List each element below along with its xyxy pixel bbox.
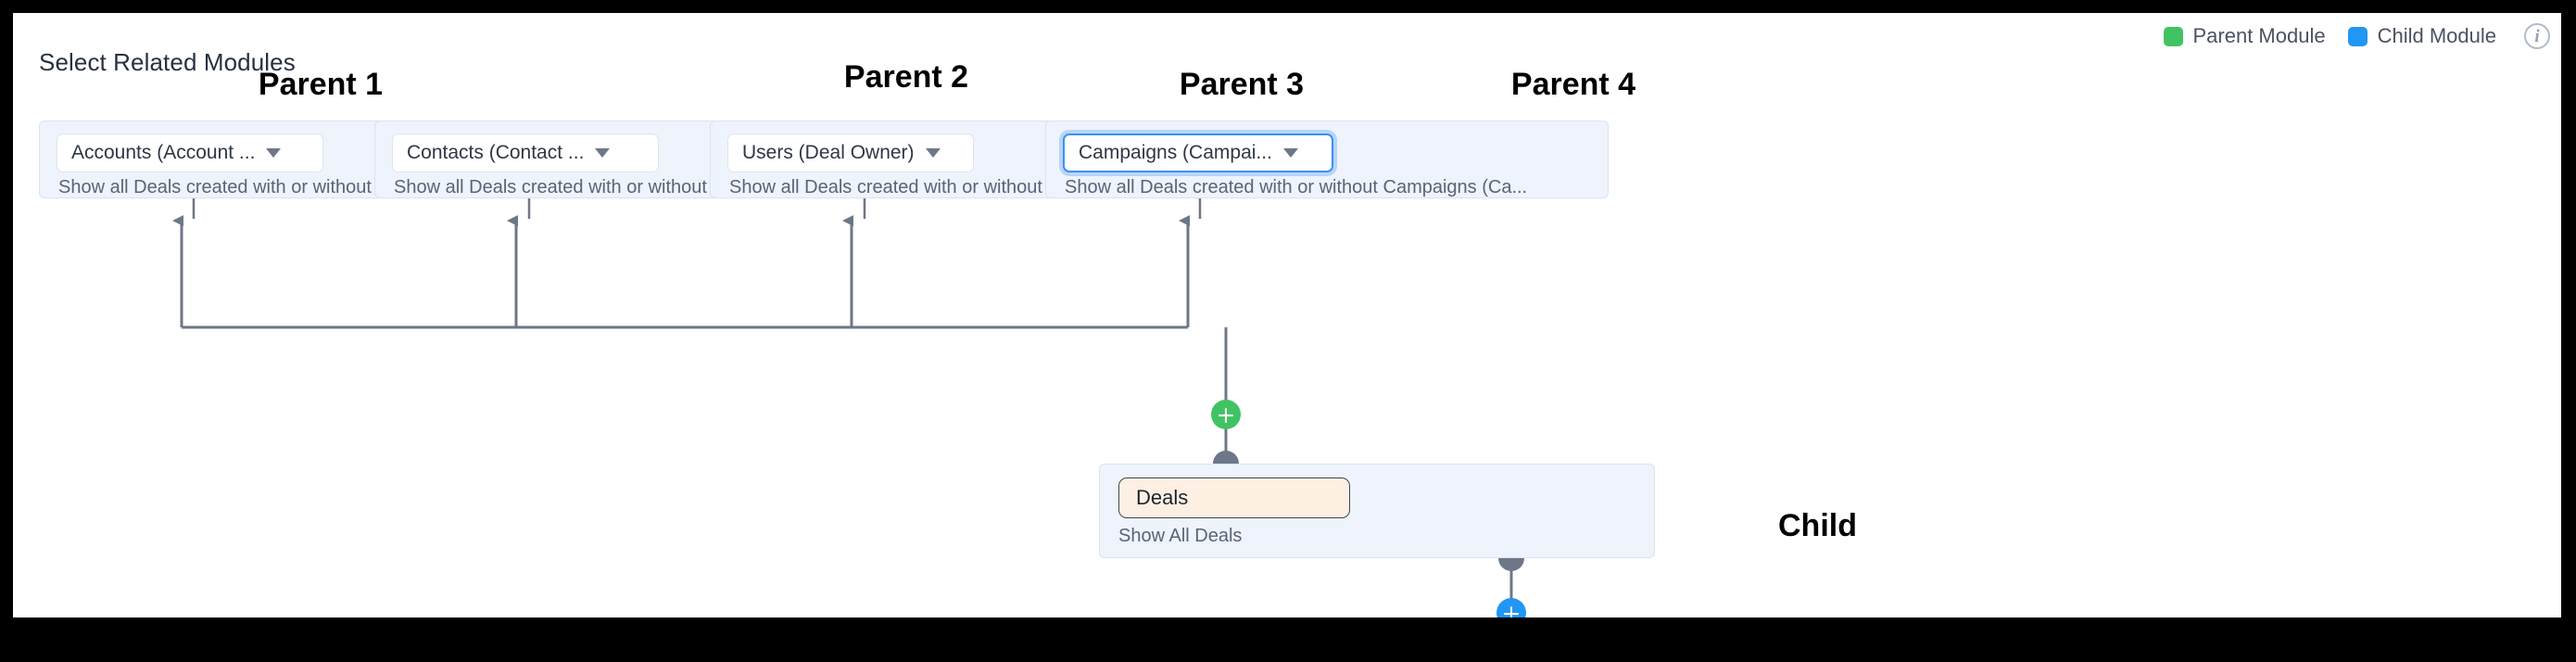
column-heading-parent-4: Parent 4 xyxy=(1510,67,1636,102)
parent-module-select-2-value: Contacts (Contact ... xyxy=(407,142,585,163)
legend-item-parent-module: Parent Module xyxy=(2163,24,2326,48)
child-module-chip-label: Deals xyxy=(1136,486,1189,509)
column-heading-child: Child xyxy=(1778,508,1857,543)
legend-label-child-module: Child Module xyxy=(2377,24,2496,47)
add-parent-module-button[interactable]: + xyxy=(1211,400,1241,429)
diagram-canvas: Select Related Modules Parent Module Chi… xyxy=(13,13,2561,617)
child-module-chip[interactable]: Deals xyxy=(1118,477,1350,518)
column-heading-parent-1: Parent 1 xyxy=(258,67,384,102)
parent-module-select-2[interactable]: Contacts (Contact ... xyxy=(392,134,659,172)
parent-module-swatch-icon xyxy=(2163,26,2183,46)
legend-label-parent-module: Parent Module xyxy=(2192,24,2326,47)
parent-module-select-4[interactable]: Campaigns (Campai... xyxy=(1063,134,1333,172)
legend: Parent Module Child Module i xyxy=(2163,20,2550,52)
page-title: Select Related Modules xyxy=(39,48,296,76)
chevron-down-icon xyxy=(266,148,282,158)
parent-module-card-4[interactable]: Campaigns (Campai... Show all Deals crea… xyxy=(1045,121,1609,198)
child-module-description: Show All Deals xyxy=(1118,526,1243,546)
parent-module-select-1[interactable]: Accounts (Account ... xyxy=(57,134,323,172)
column-heading-parent-2: Parent 2 xyxy=(843,59,969,95)
parent-module-select-3-value: Users (Deal Owner) xyxy=(742,142,915,163)
add-child-module-button[interactable]: + xyxy=(1496,598,1526,617)
child-module-swatch-icon xyxy=(2347,26,2368,46)
chevron-down-icon xyxy=(925,148,941,158)
legend-item-child-module: Child Module xyxy=(2347,24,2496,48)
chevron-down-icon xyxy=(595,148,611,158)
child-module-card[interactable]: Deals Show All Deals xyxy=(1099,464,1655,558)
parent-module-select-4-value: Campaigns (Campai... xyxy=(1079,142,1272,163)
parent-module-description-4: Show all Deals created with or without C… xyxy=(1065,177,1528,197)
parent-module-select-1-value: Accounts (Account ... xyxy=(71,142,256,163)
chevron-down-icon xyxy=(1282,148,1298,158)
info-icon[interactable]: i xyxy=(2524,23,2550,49)
column-heading-parent-3: Parent 3 xyxy=(1179,67,1305,102)
parent-module-select-3[interactable]: Users (Deal Owner) xyxy=(727,134,974,172)
